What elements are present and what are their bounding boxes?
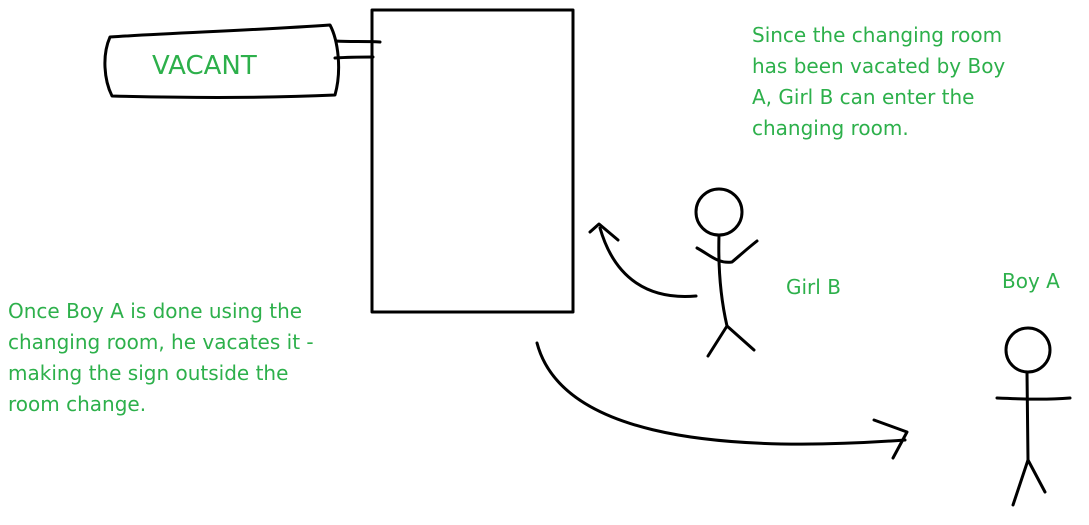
girl-body	[717, 233, 729, 328]
girl-legs	[706, 324, 756, 358]
caption-top-right: Since the changing room has been vacated…	[752, 23, 1006, 140]
exit-arrow	[535, 341, 907, 446]
girl-b-label: Girl B	[786, 275, 841, 299]
girl-b-figure	[694, 187, 759, 358]
boy-head	[1004, 326, 1052, 374]
vacant-sign-board	[103, 23, 341, 99]
sign-text: VACANT	[152, 51, 257, 81]
sign-connector-bottom	[333, 55, 375, 60]
boy-a-figure	[995, 326, 1072, 507]
girl-arms	[695, 239, 759, 264]
caption-left: Once Boy A is done using the changing ro…	[8, 299, 314, 416]
boy-a-label: Boy A	[1002, 269, 1060, 293]
boy-arms	[995, 396, 1072, 401]
girl-head	[694, 187, 744, 237]
boy-legs	[1011, 458, 1047, 507]
changing-room-door	[370, 8, 575, 314]
boy-body	[1025, 370, 1030, 462]
exit-arrow-head	[872, 418, 909, 460]
enter-arrow	[598, 226, 698, 298]
sign-connector-top	[334, 39, 382, 44]
enter-arrow-head	[588, 222, 620, 242]
